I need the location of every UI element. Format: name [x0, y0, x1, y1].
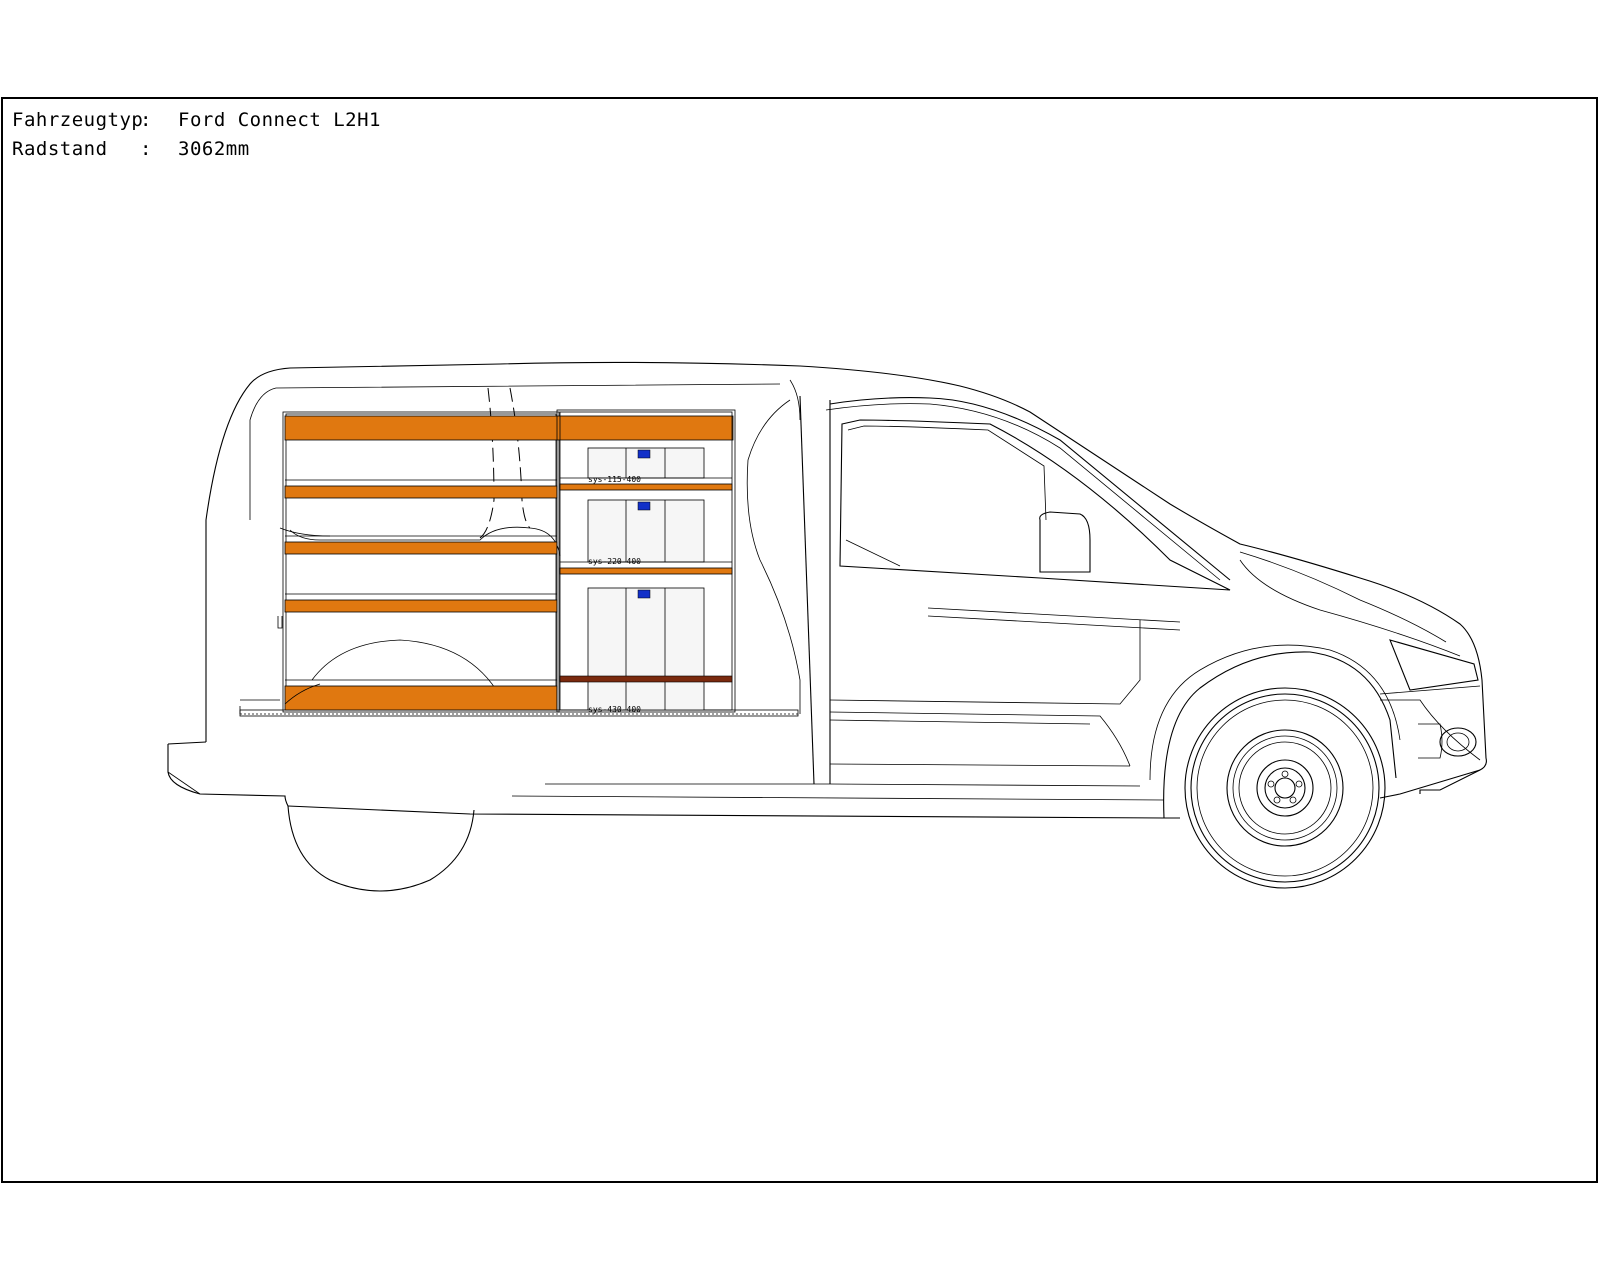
latch-icon — [637, 501, 651, 511]
vehicle-separator: : — [140, 109, 152, 131]
right-drawer-unit: sys-115-400 sys-220-400 sys-430-400 — [556, 409, 736, 714]
van-body — [167, 361, 1487, 819]
rear-wheel — [287, 639, 501, 892]
drawing-frame — [1, 97, 1598, 1183]
cargo-bay — [239, 387, 800, 717]
wheelbase-row: Radstand : 3062mm — [12, 135, 381, 164]
title-block: Fahrzeugtyp : Ford Connect L2H1 Radstand… — [12, 106, 381, 164]
shelf-1 — [284, 485, 558, 499]
latch-icon — [637, 589, 651, 599]
drawer-label-2: sys-220-400 — [588, 557, 641, 566]
wheelbase-value: 3062mm — [178, 138, 250, 160]
drawer-box-2 — [587, 499, 705, 563]
vehicle-value: Ford Connect L2H1 — [178, 109, 381, 131]
bottom-shelf — [284, 685, 558, 711]
vehicle-label: Fahrzeugtyp — [12, 109, 144, 131]
latch-icon — [637, 449, 651, 459]
shelf-2 — [284, 541, 558, 555]
front-wheel — [1184, 687, 1386, 889]
wheelbase-label: Radstand — [12, 138, 108, 160]
wheelbase-separator: : — [140, 138, 152, 160]
shelf-3 — [284, 599, 558, 613]
drawer-label-3: sys-430-400 — [588, 705, 641, 714]
drawer-box-3 — [587, 587, 705, 711]
drawer-label-1: sys-115-400 — [588, 475, 641, 484]
top-shelf — [284, 415, 734, 441]
vehicle-row: Fahrzeugtyp : Ford Connect L2H1 — [12, 106, 381, 135]
